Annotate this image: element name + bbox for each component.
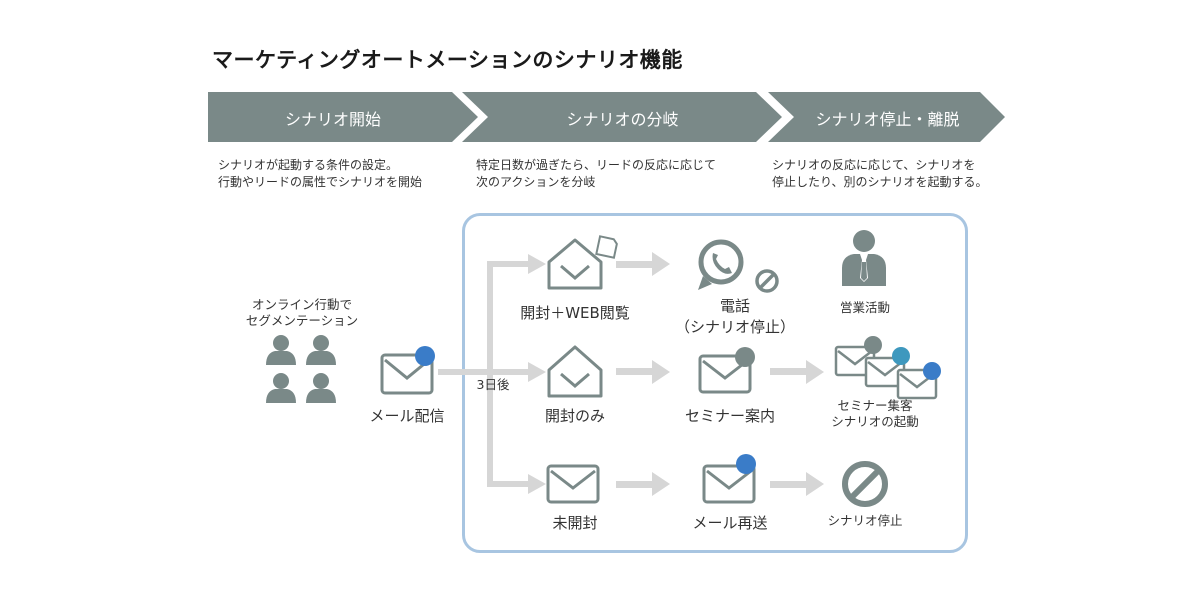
phase-label-start: シナリオ開始 [284, 110, 381, 129]
mail-open-icon [547, 345, 603, 398]
mail-start-icon [380, 346, 435, 395]
phase-label-branch: シナリオの分岐 [566, 110, 679, 129]
mail-start-label: メール配信 [369, 407, 445, 425]
diagram-title: マーケティングオートメーションのシナリオ機能 [212, 48, 683, 72]
condition-open-web: 開封＋WEB閲覧 [520, 304, 630, 322]
label-line: オンライン行動で [251, 297, 352, 312]
action-resend: メール再送 [692, 514, 768, 532]
condition-open-only: 開封のみ [544, 407, 605, 425]
condition-unopened: 未開封 [552, 514, 598, 532]
prohibit-icon [842, 461, 888, 507]
mail-unopened-icon [546, 464, 600, 504]
mail-seminar-icon [698, 347, 755, 394]
label-line: 電話 [719, 297, 750, 315]
result-seminar: セミナー集客 シナリオの起動 [815, 398, 935, 430]
action-seminar: セミナー案内 [684, 407, 775, 425]
scenario-frame [462, 213, 968, 553]
desc-line: シナリオが起動する条件の設定。 [218, 158, 399, 172]
label-line: シナリオの起動 [831, 414, 919, 429]
step-arrows [616, 252, 824, 496]
delay-label: 3日後 [476, 377, 510, 392]
result-stop: シナリオ停止 [827, 513, 903, 528]
mail-resend-icon [702, 454, 756, 504]
desc-line: シナリオの反応に応じて、シナリオを [772, 158, 976, 172]
mail-open-web-icon [547, 235, 618, 290]
phase-arrow-stop [768, 92, 1005, 142]
desc-line: 行動やリードの属性でシナリオを開始 [218, 175, 423, 189]
phone-call-icon [698, 239, 744, 290]
mail-stack-icon [834, 336, 941, 400]
desc-line: 次のアクションを分岐 [476, 175, 596, 189]
salesperson-icon [842, 230, 886, 286]
branch-arrowheads [528, 254, 546, 494]
phase-arrow-branch [462, 92, 782, 142]
prohibit-small-icon [755, 269, 779, 293]
branch-connector [438, 261, 530, 487]
desc-line: 停止したり、別のシナリオを起動する。 [772, 175, 988, 189]
label-line: セグメンテーション [245, 313, 359, 328]
desc-line: 特定日数が過ぎたら、リードの反応に応じて [476, 158, 717, 172]
phase-desc-branch: 特定日数が過ぎたら、リードの反応に応じて 次のアクションを分岐 [476, 157, 716, 191]
phase-desc-stop: シナリオの反応に応じて、シナリオを 停止したり、別のシナリオを起動する。 [772, 157, 988, 191]
phase-arrow-start [208, 92, 478, 142]
phase-label-stop: シナリオ停止・離脱 [815, 110, 960, 129]
label-line: （シナリオ停止） [674, 318, 795, 336]
action-phone: 電話 （シナリオ停止） [665, 296, 805, 338]
result-sales: 営業活動 [839, 300, 890, 315]
phase-desc-start: シナリオが起動する条件の設定。 行動やリードの属性でシナリオを開始 [218, 157, 422, 191]
people-group-icon [266, 335, 336, 403]
label-line: セミナー集客 [837, 398, 913, 413]
segment-label: オンライン行動で セグメンテーション [232, 297, 372, 329]
